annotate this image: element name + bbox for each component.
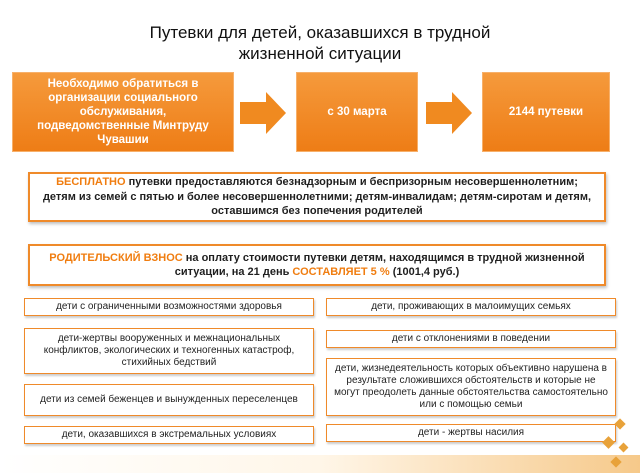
arrow-right-icon [240, 92, 286, 134]
page-title: Путевки для детей, оказавшихся в трудной… [60, 22, 580, 64]
fee-highlight-2: СОСТАВЛЯЕТ 5 % [292, 266, 390, 278]
flow-step-date-text: с 30 марта [327, 106, 387, 118]
title-line-2: жизненной ситуации [238, 44, 402, 63]
category-left-4-text: дети, оказавшихся в экстремальных услови… [61, 429, 277, 440]
category-right-3: дети, жизнедеятельность которых объектив… [326, 358, 616, 416]
category-right-2-text: дети с отклонениями в поведении [391, 333, 551, 344]
category-left-2-text: дети-жертвы вооруженных и межнациональны… [43, 333, 295, 368]
category-right-3-text: дети, жизнедеятельность которых объектив… [334, 363, 608, 410]
category-left-2: дети-жертвы вооруженных и межнациональны… [24, 328, 314, 374]
category-right-1: дети, проживающих в малоимущих семьях [326, 298, 616, 316]
fee-text-2: (1001,4 руб.) [389, 266, 460, 278]
arrow-right-icon [426, 92, 472, 134]
flow-step-count-text: 2144 путевки [508, 106, 584, 118]
parental-fee-box: РОДИТЕЛЬСКИЙ ВЗНОС на оплату стоимости п… [28, 244, 606, 286]
category-left-4: дети, оказавшихся в экстремальных услови… [24, 426, 314, 444]
footer-band [0, 455, 640, 473]
category-right-4: дети - жертвы насилия [326, 424, 616, 442]
category-left-3: дети из семей беженцев и вынужденных пер… [24, 384, 314, 416]
flow-step-count: 2144 путевки [482, 72, 610, 152]
flow-step-apply: Необходимо обратиться в организации соци… [12, 72, 234, 152]
flow-step-date: с 30 марта [296, 72, 418, 152]
ornament-decoration-icon [602, 418, 629, 468]
category-right-2: дети с отклонениями в поведении [326, 330, 616, 348]
category-left-1: дети с ограниченными возможностями здоро… [24, 298, 314, 316]
free-text: путевки предоставляются безнадзорным и б… [42, 176, 592, 218]
category-right-4-text: дети - жертвы насилия [417, 427, 525, 438]
title-line-1: Путевки для детей, оказавшихся в трудной [149, 23, 491, 42]
flow-step-apply-text: Необходимо обратиться в организации соци… [37, 78, 209, 146]
category-right-1-text: дети, проживающих в малоимущих семьях [371, 301, 571, 312]
category-left-3-text: дети из семей беженцев и вынужденных пер… [40, 394, 298, 405]
fee-highlight-1: РОДИТЕЛЬСКИЙ ВЗНОС [49, 251, 183, 264]
free-vouchers-box: БЕСПЛАТНО путевки предоставляются безнад… [28, 172, 606, 222]
free-highlight: БЕСПЛАТНО [56, 176, 126, 189]
fee-text-1: на оплату стоимости путевки детям, наход… [174, 251, 585, 279]
category-left-1-text: дети с ограниченными возможностями здоро… [56, 301, 282, 312]
